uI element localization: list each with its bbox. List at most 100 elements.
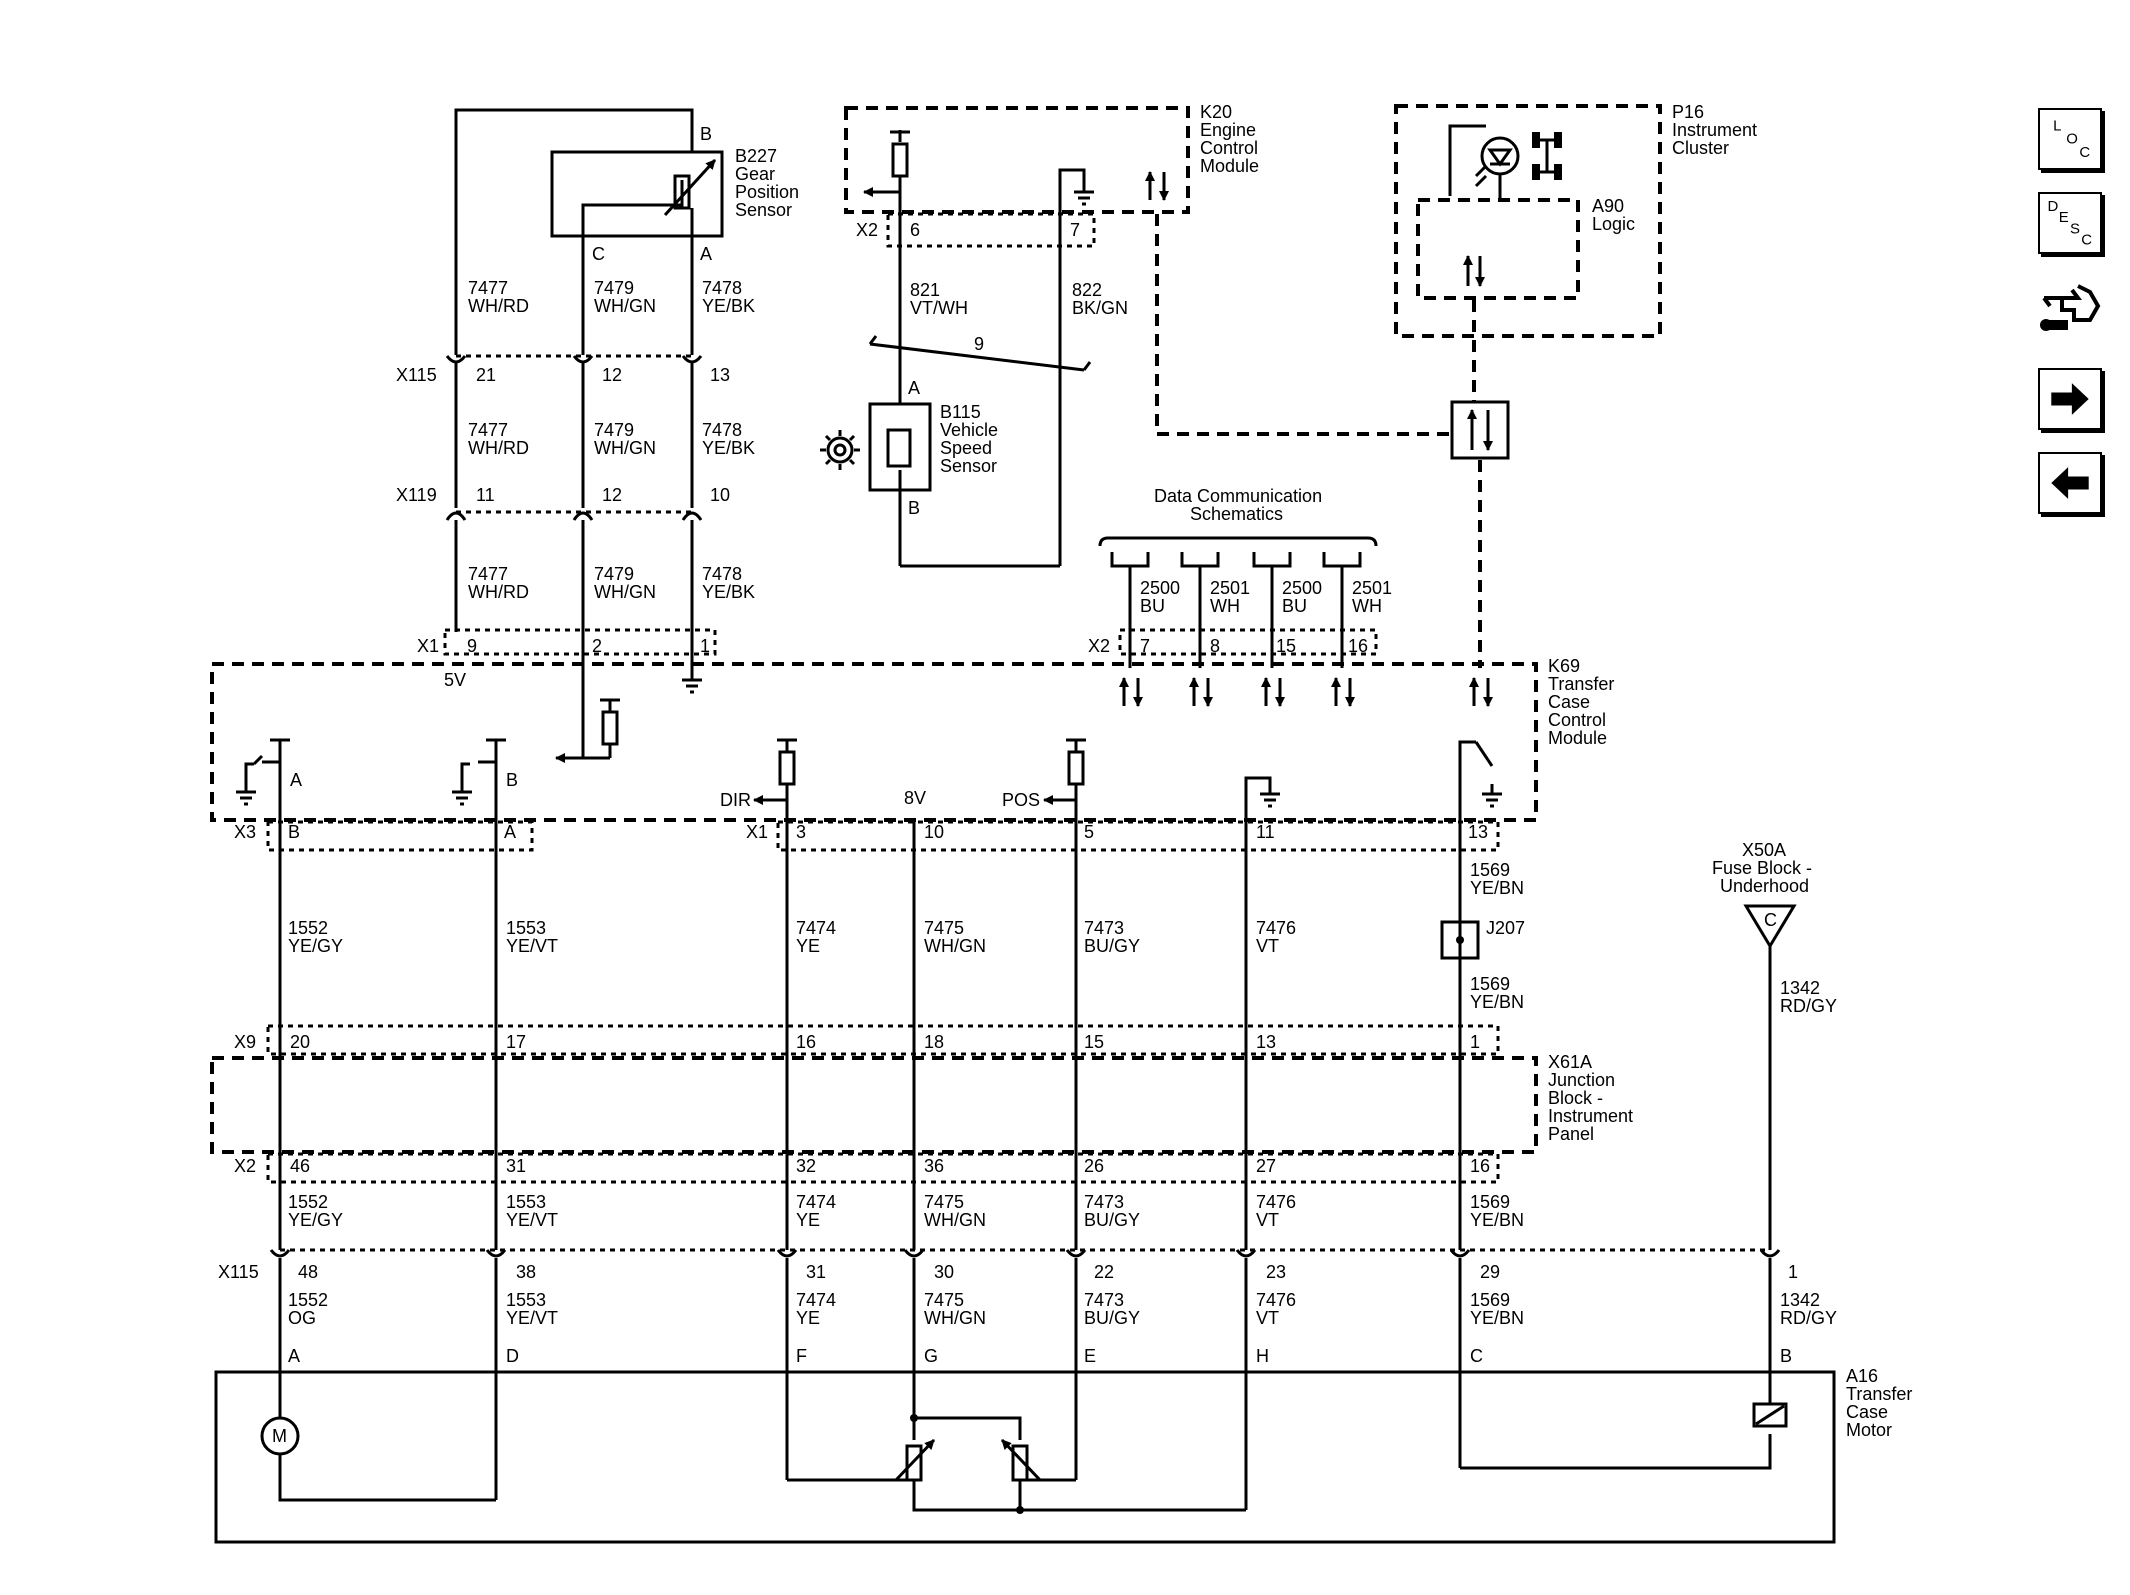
svg-text:YE/BN: YE/BN [1470,1308,1524,1328]
svg-text:WH/GN: WH/GN [924,936,986,956]
svg-text:15: 15 [1084,1032,1104,1052]
svg-text:2500: 2500 [1282,578,1322,598]
svg-text:X1: X1 [746,822,768,842]
svg-text:7478: 7478 [702,564,742,584]
svg-text:5V: 5V [444,670,466,690]
svg-text:Speed: Speed [940,438,992,458]
svg-text:2500: 2500 [1140,578,1180,598]
svg-text:DIR: DIR [720,790,751,810]
svg-text:Junction: Junction [1548,1070,1615,1090]
b227-name-2: Position [735,182,799,202]
svg-text:7477: 7477 [468,278,508,298]
svg-text:6: 6 [910,220,920,240]
svg-text:WH/GN: WH/GN [594,582,656,602]
svg-text:BU/GY: BU/GY [1084,1210,1140,1230]
svg-text:WH/GN: WH/GN [924,1308,986,1328]
svg-text:WH/RD: WH/RD [468,438,529,458]
svg-text:15: 15 [1276,636,1296,656]
svg-text:Vehicle: Vehicle [940,420,998,440]
svg-text:YE/BK: YE/BK [702,438,755,458]
svg-text:D: D [506,1346,519,1366]
svg-text:J207: J207 [1486,918,1525,938]
svg-text:10: 10 [924,822,944,842]
svg-text:7475: 7475 [924,918,964,938]
svg-text:VT: VT [1256,1210,1279,1230]
next-page-button[interactable] [2038,368,2102,430]
svg-text:1: 1 [1788,1262,1798,1282]
b227-pin-b: B [700,124,712,144]
svg-text:E: E [2059,209,2069,226]
svg-text:Control: Control [1548,710,1606,730]
dir-pullup: DIR [720,738,797,810]
svg-text:Fuse Block -: Fuse Block - [1712,858,1812,878]
svg-text:Data Communication: Data Communication [1154,486,1322,506]
j207-splice: J207 [1440,918,1525,960]
x1-top-connector: X1 9 2 1 5V [417,628,717,690]
svg-text:16: 16 [796,1032,816,1052]
svg-text:X115: X115 [218,1262,259,1282]
svg-text:822: 822 [1072,280,1102,300]
svg-text:1569: 1569 [1470,860,1510,880]
svg-text:YE/BK: YE/BK [702,296,755,316]
svg-text:Transfer: Transfer [1846,1384,1912,1404]
svg-text:YE/VT: YE/VT [506,1308,558,1328]
svg-text:9: 9 [974,334,984,354]
previous-page-button[interactable] [2038,452,2102,514]
svg-text:X2: X2 [234,1156,256,1176]
svg-text:8: 8 [1210,636,1220,656]
svg-text:D: D [2048,198,2059,215]
svg-text:B: B [908,498,920,518]
svg-text:12: 12 [602,365,622,385]
desc-icon: D E S C [2048,198,2093,249]
svg-text:13: 13 [710,365,730,385]
svg-text:7475: 7475 [924,1192,964,1212]
connector-end-view-button[interactable] [2038,276,2102,338]
x9-connector: X9 20 17 16 18 15 13 1 [234,1024,1500,1056]
svg-text:VT: VT [1256,1308,1279,1328]
svg-text:1: 1 [1470,1032,1480,1052]
k69-8v-label: 8V [904,788,926,808]
svg-text:WH: WH [1210,596,1240,616]
svg-text:G: G [924,1346,938,1366]
svg-text:C: C [2081,232,2092,249]
svg-text:B: B [1780,1346,1792,1366]
svg-text:29: 29 [1480,1262,1500,1282]
svg-text:Case: Case [1846,1402,1888,1422]
svg-text:22: 22 [1094,1262,1114,1282]
svg-text:X3: X3 [234,822,256,842]
svg-text:7477: 7477 [468,564,508,584]
svg-text:M: M [272,1426,287,1446]
svg-text:F: F [796,1346,807,1366]
switch-a: A [236,738,302,806]
svg-text:38: 38 [516,1262,536,1282]
description-button[interactable]: D E S C [2038,192,2102,254]
svg-text:X50A: X50A [1742,840,1786,860]
svg-text:VT: VT [1256,936,1279,956]
x61a-junction-block: X61A Junction Block - Instrument Panel [210,1052,1633,1154]
location-button[interactable]: L O C [2038,108,2102,170]
main-harness-wires [278,792,1462,1250]
svg-text:B: B [288,822,300,842]
svg-text:1553: 1553 [506,1192,546,1212]
svg-text:H: H [1256,1346,1269,1366]
svg-text:BU/GY: BU/GY [1084,936,1140,956]
svg-text:Schematics: Schematics [1190,504,1283,524]
svg-text:12: 12 [602,485,622,505]
b227-name-3: Sensor [735,200,792,220]
svg-text:K69: K69 [1548,656,1580,676]
svg-text:7474: 7474 [796,918,836,938]
svg-text:Logic: Logic [1592,214,1635,234]
svg-text:O: O [2066,131,2078,148]
svg-text:A: A [908,378,920,398]
a16-transfer-case-motor: A16 Transfer Case Motor A D F G E H C B … [214,1346,1912,1544]
loc-icon: L O C [2053,118,2090,161]
x115-bottom-connector: X115 48 38 31 30 22 23 29 1 [218,1248,1798,1282]
svg-text:Instrument: Instrument [1548,1106,1633,1126]
svg-text:YE/VT: YE/VT [506,1210,558,1230]
connector-wrench-icon [2040,284,2101,331]
svg-text:BK/GN: BK/GN [1072,298,1128,318]
